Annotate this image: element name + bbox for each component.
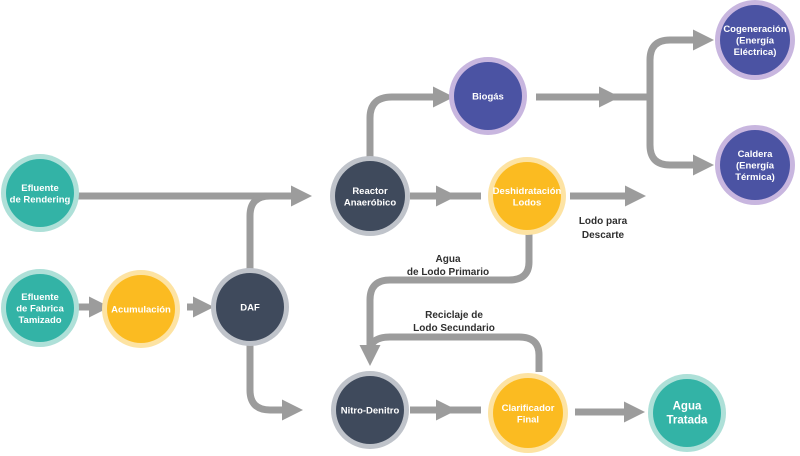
node-label-line: (Energía: [736, 36, 775, 47]
edge-label-line: Lodo Secundario: [413, 323, 495, 334]
node-label-line: Térmica): [735, 172, 775, 183]
connector-to-caldera: [646, 97, 714, 176]
node-core: [493, 378, 563, 448]
node-nitro-denitro: Nitro-Denitro: [331, 371, 409, 449]
node-label-line: Reactor: [352, 186, 388, 197]
node-label-line: de Fabrica: [16, 304, 64, 315]
connector-reciclaje-lodo-secundario: [366, 333, 543, 372]
node-label: DAF: [240, 303, 260, 314]
node-core: [335, 161, 405, 231]
node-core: [6, 274, 74, 342]
node-label-line: Lodos: [513, 197, 542, 208]
node-core: [653, 379, 721, 447]
node-biogas: Biogás: [449, 57, 527, 135]
connector-daf-to-nitro: [246, 345, 303, 421]
label-agua-lodo-primario: Agua de Lodo Primario: [407, 254, 489, 278]
edge-label-line: Reciclaje de: [425, 310, 483, 321]
connectors: [78, 29, 714, 423]
connector-daf-to-reactor: [246, 192, 298, 270]
node-core: [720, 130, 790, 200]
node-label-line: Cogeneración: [723, 24, 787, 35]
node-label-line: (Energía: [736, 161, 775, 172]
node-core: [493, 162, 561, 230]
node-label-line: de Rendering: [10, 194, 71, 205]
node-core: [336, 376, 404, 444]
node-label-line: Caldera: [738, 149, 774, 160]
connector-reactor-to-biogas: [366, 86, 454, 158]
node-label-line: Nitro-Denitro: [341, 406, 400, 417]
edge-label-line: Agua: [436, 254, 461, 265]
node-core: [216, 273, 284, 341]
node-daf: DAF: [211, 268, 289, 346]
node-label-line: DAF: [240, 303, 260, 314]
node-label-line: Deshidratación: [493, 186, 562, 197]
node-label-line: Tratada: [667, 415, 709, 427]
edge-label-line: Lodo para: [579, 216, 628, 227]
edge-label-line: Descarte: [582, 230, 625, 241]
node-label-line: Agua: [673, 401, 702, 413]
node-label: Nitro-Denitro: [341, 406, 400, 417]
node-label-line: Acumulación: [111, 305, 171, 316]
node-core: [454, 62, 522, 130]
node-label-line: Clarificador: [502, 403, 555, 414]
node-label-line: Anaeróbico: [344, 197, 396, 208]
node-label-line: Efluente: [21, 183, 58, 194]
node-label-line: Tamizado: [18, 315, 61, 326]
node-acumulacion: Acumulación: [102, 270, 180, 348]
node-core: [107, 275, 175, 343]
label-reciclaje-lodo-secundario: Reciclaje de Lodo Secundario: [413, 310, 495, 334]
node-label-line: Final: [517, 414, 539, 425]
node-label-line: Eléctrica): [734, 47, 777, 58]
edge-label-line: de Lodo Primario: [407, 267, 489, 278]
node-label-line: Efluente: [21, 292, 58, 303]
connector-agua-lodo-primario: [359, 232, 533, 366]
node-core: [6, 159, 74, 227]
node-label: Acumulación: [111, 305, 171, 316]
node-label: Biogás: [472, 92, 504, 103]
node-label-line: Biogás: [472, 92, 504, 103]
connector-to-cogeneracion: [646, 29, 714, 97]
node-core: [720, 5, 790, 75]
